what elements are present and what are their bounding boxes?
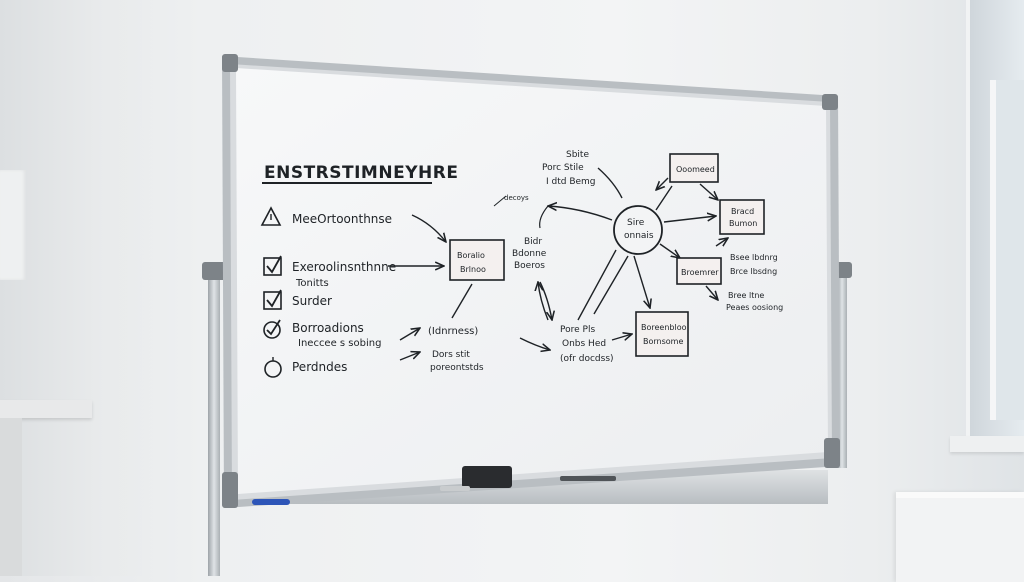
box-left-line2: Brlnoo: [460, 265, 486, 274]
box-right-mid-line1: Broemrer: [681, 268, 719, 277]
cabinet: [896, 492, 1024, 582]
window-sill: [950, 436, 1024, 452]
note-top3: I dtd Bemg: [546, 177, 596, 187]
note-right1: Bsee lbdnrg: [730, 253, 778, 262]
check-circle-icon: [263, 321, 281, 339]
box-bottom: [635, 311, 689, 357]
center-node-line2: onnais: [624, 231, 654, 241]
left-shelf: [0, 400, 92, 418]
note-bottom-mid3: (ofr docdss): [560, 354, 614, 364]
gray-marker[interactable]: [440, 486, 470, 491]
box-left: [449, 239, 505, 281]
note-right3: Bree ltne: [728, 291, 764, 300]
note-dors: Dors stit: [432, 350, 470, 360]
note-small: decoys: [504, 194, 529, 202]
list-item-4: Borroadions: [292, 321, 364, 335]
blue-marker[interactable]: [252, 499, 290, 505]
window-pane: [990, 80, 1024, 420]
stand-pole-left: [208, 270, 220, 576]
note-mid2: Bdonne: [512, 249, 547, 259]
box-left-line1: Boralio: [457, 251, 485, 260]
note-mid1: Bidr: [524, 237, 542, 247]
box-right-top-line2: Bumon: [729, 219, 757, 228]
left-wall-fixture: [0, 170, 26, 280]
left-desk: [0, 418, 22, 576]
list-item-2: Exeroolinsnthnne: [292, 260, 396, 274]
box-bottom-line2: Bornsome: [643, 337, 683, 346]
list-item-1: MeeOrtoonthnse: [292, 212, 392, 226]
box-top: [669, 153, 719, 183]
note-mid3: Boeros: [514, 261, 545, 271]
list-item-5: Perdndes: [292, 360, 347, 374]
wall-shadow: [0, 0, 150, 576]
warning-triangle-icon: [260, 206, 282, 226]
note-bottom-mid1: Pore Pls: [560, 325, 595, 335]
note-top2: Porc Stile: [542, 163, 584, 173]
stand-clamp-left: [202, 262, 226, 280]
arrow: [411, 214, 446, 242]
center-node: [613, 205, 663, 255]
dark-marker[interactable]: [560, 476, 616, 481]
box-right-top: [719, 199, 765, 235]
note-idnrness: (Idnrness): [428, 326, 478, 337]
checkbox-icon: [263, 257, 282, 276]
frame-corner: [222, 54, 238, 72]
list-item-2-sub: Tonitts: [295, 278, 329, 289]
note-right2: Brce lbsdng: [730, 267, 777, 276]
note-poreontstds: poreontstds: [430, 363, 484, 373]
list-item-4-sub: Ineccee s sobing: [298, 338, 381, 349]
box-right-top-line1: Bracd: [731, 207, 754, 216]
box-top-line1: Ooomeed: [676, 165, 715, 174]
note-top1: Sbite: [566, 150, 589, 160]
note-bottom-mid2: Onbs Hed: [562, 339, 606, 349]
stand-pole-right: [837, 268, 847, 468]
box-bottom-line1: Boreenbloo: [641, 323, 687, 332]
note-right4: Peaes oosiong: [726, 303, 783, 312]
board-title: ENSTRSTIMNEYHRE: [264, 163, 458, 183]
center-node-line1: Sire: [627, 218, 645, 228]
box-right-mid: [676, 257, 722, 285]
list-item-3: Surder: [292, 294, 332, 308]
checkbox-icon: [263, 291, 282, 310]
eraser[interactable]: [462, 466, 512, 488]
